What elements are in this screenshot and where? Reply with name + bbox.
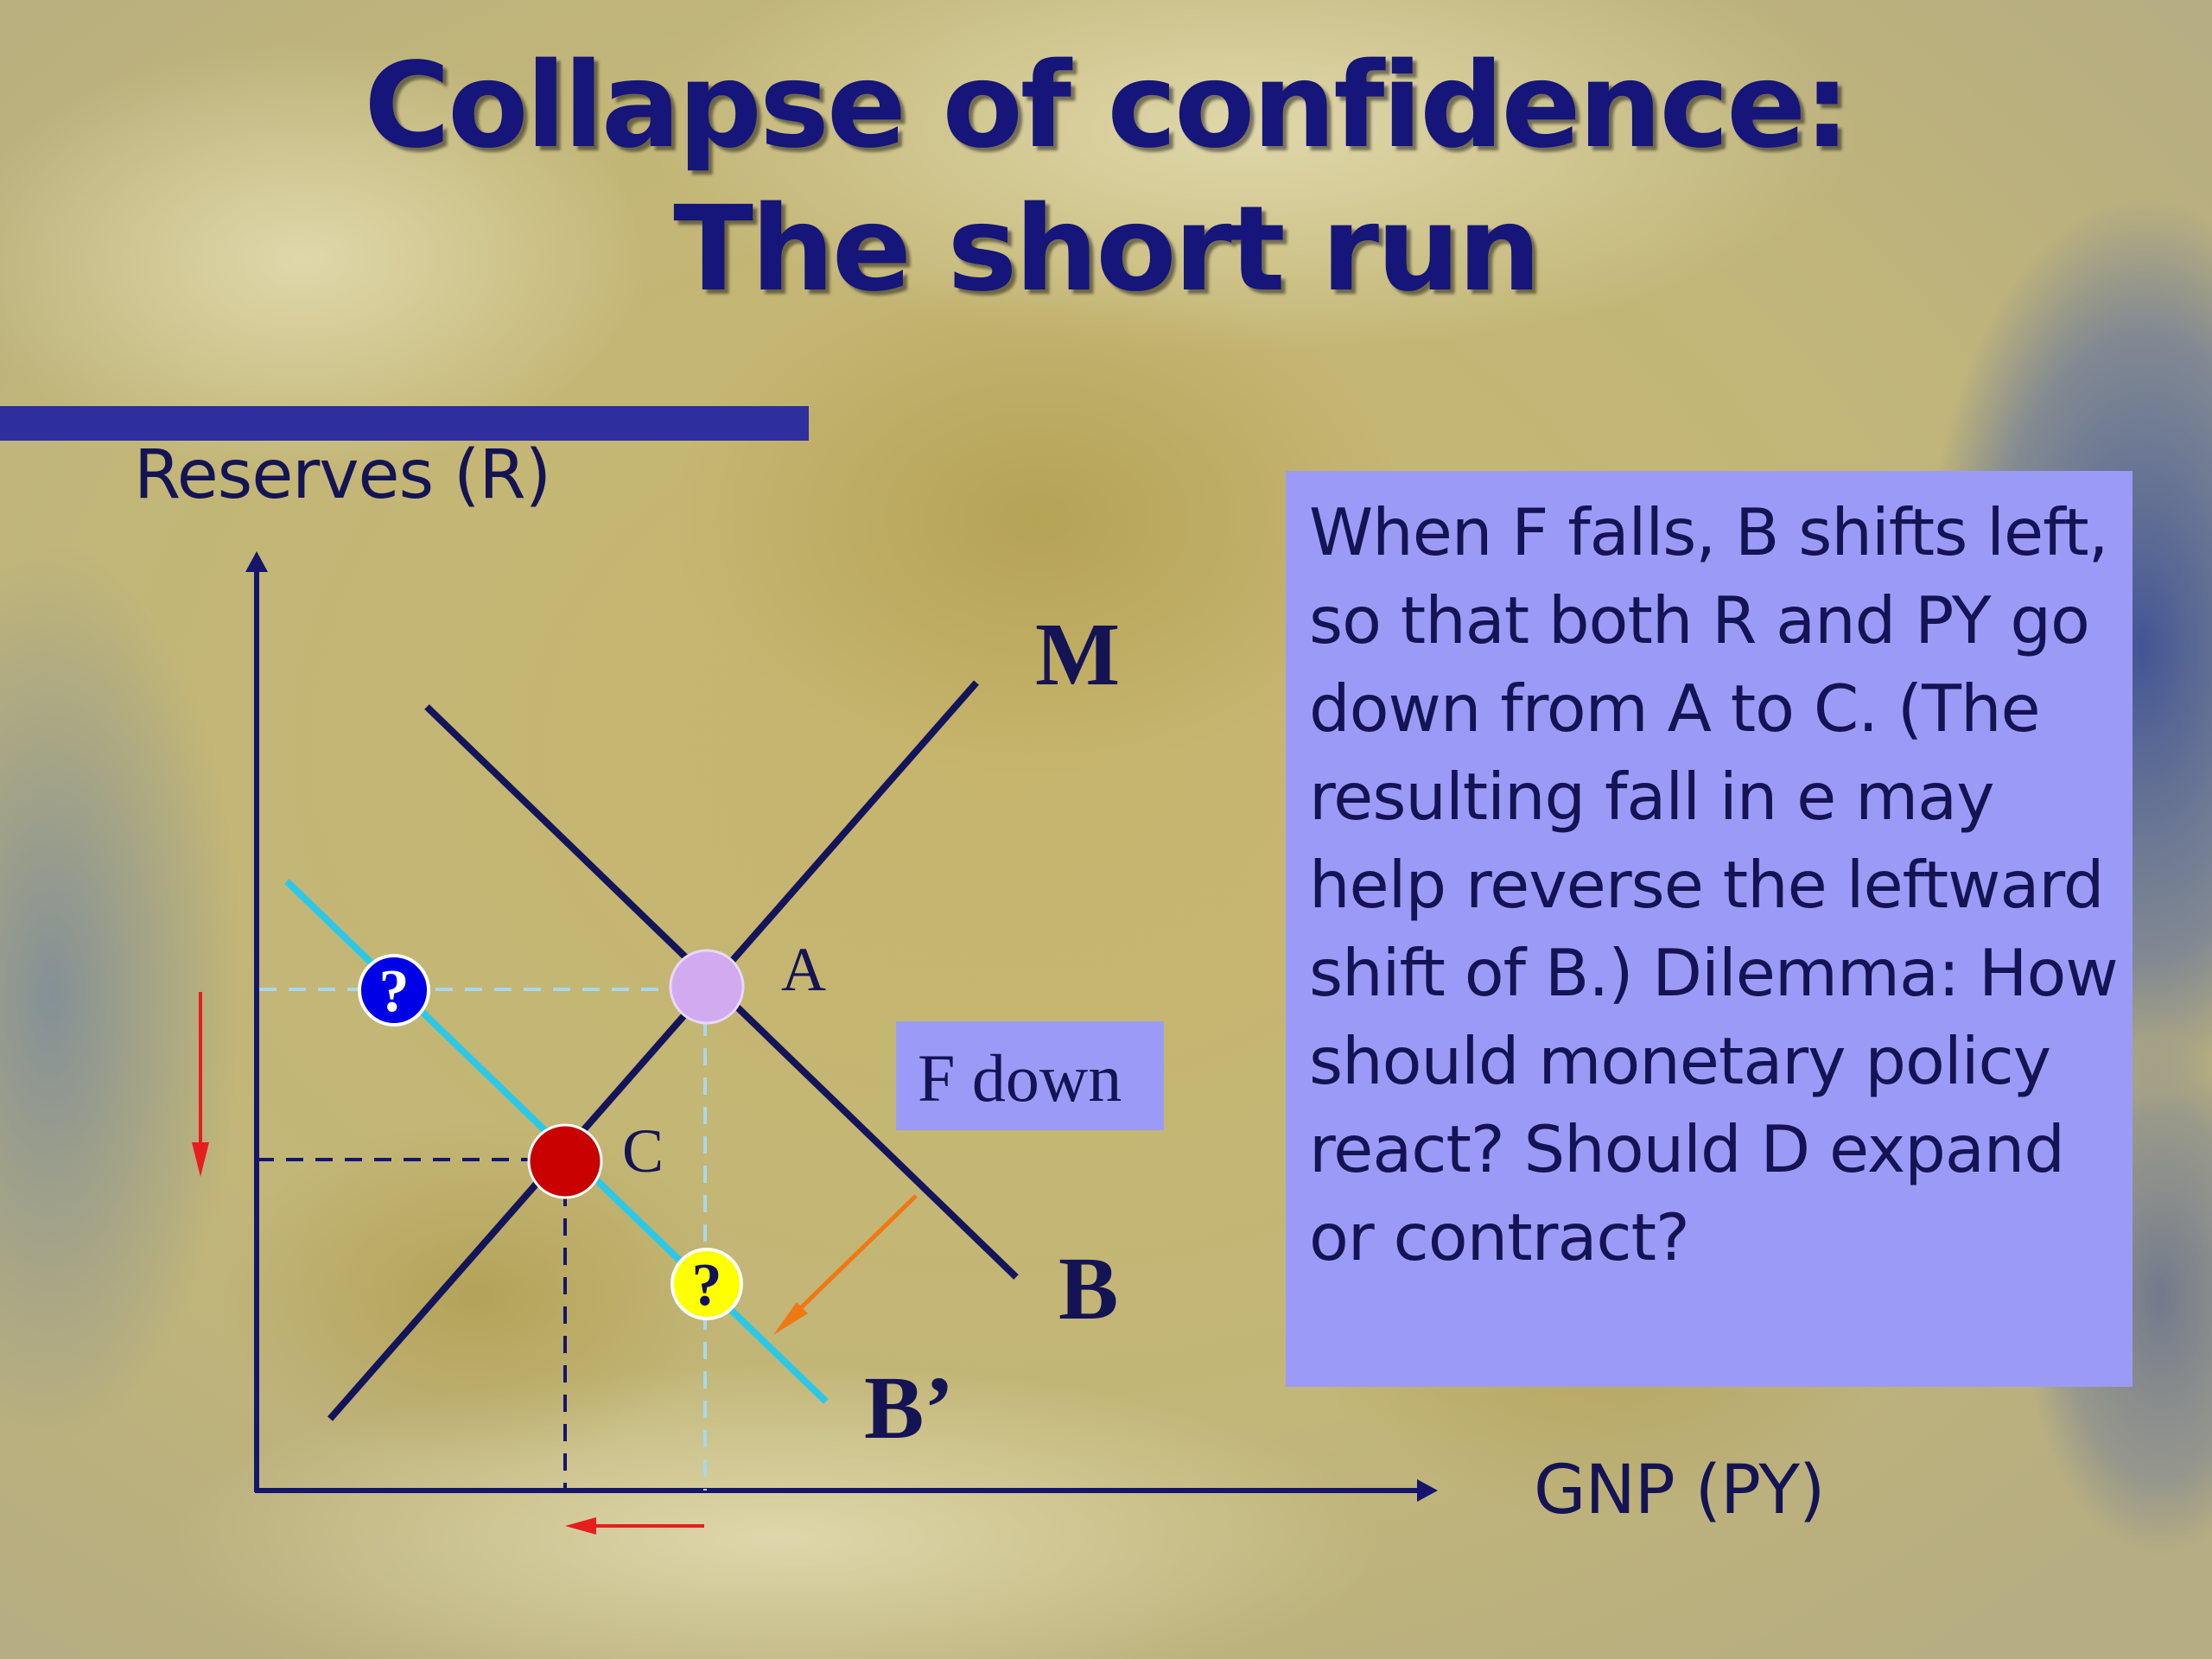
reserves-fall-arrowhead (192, 1142, 209, 1177)
question-point-bottom (671, 1248, 743, 1320)
curve-m (327, 680, 980, 1421)
f-down-box (896, 1021, 1164, 1130)
point-a-label: A (781, 935, 826, 1004)
title-line-2: The short run (673, 181, 1541, 318)
y-axis-arrowhead (245, 551, 268, 572)
title-line-1: Collapse of confidence: (364, 38, 1850, 175)
question-mark-bottom: ? (692, 1252, 722, 1319)
gnp-fall-arrowhead (565, 1517, 596, 1535)
curve-m-label: M (1035, 605, 1120, 704)
point-a (669, 949, 745, 1025)
y-axis-label: Reserves (R) (134, 436, 551, 514)
f-down-label: F down (918, 1040, 1122, 1116)
x-axis-arrowhead (1417, 1479, 1438, 1502)
question-mark-left: ? (379, 958, 410, 1025)
b-shift-arrowhead (773, 1302, 808, 1335)
explanation-text: When F falls, B shifts left, so that bot… (1309, 494, 2119, 1275)
question-point-left (358, 954, 430, 1027)
x-axis-label: GNP (PY) (1534, 1452, 1825, 1529)
explanation-box: When F falls, B shifts left, so that bot… (1286, 471, 2133, 1387)
curve-b-label: B (1058, 1239, 1118, 1338)
curve-b-prime-label: B’ (864, 1358, 954, 1458)
point-c (527, 1123, 603, 1199)
slide-title: Collapse of confidence: The short run (0, 35, 2212, 321)
point-c-label: C (622, 1116, 664, 1185)
title-underline-bar (0, 406, 809, 441)
b-shift-arrow-line (785, 1194, 918, 1324)
